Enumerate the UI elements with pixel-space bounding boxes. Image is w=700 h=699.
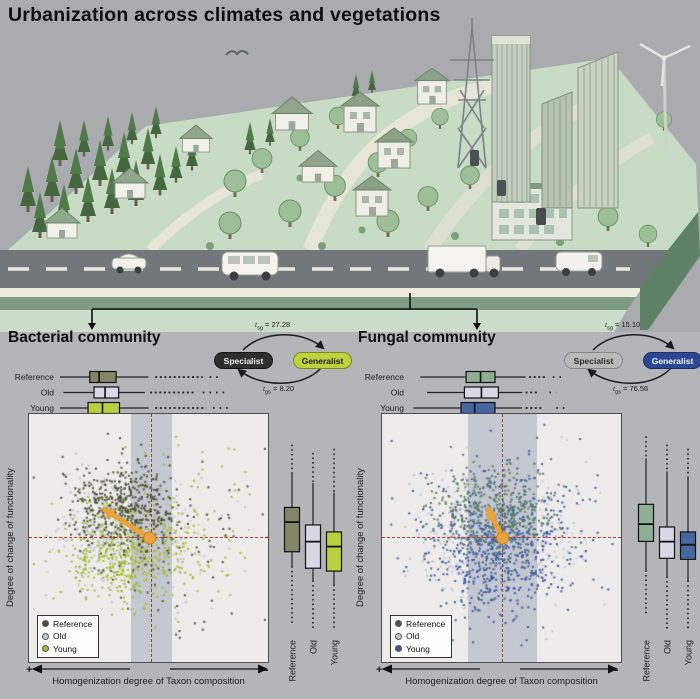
legend-label: Young bbox=[53, 643, 77, 654]
svg-text:Reference: Reference bbox=[288, 640, 298, 682]
rate-value: = 8.20 bbox=[270, 384, 295, 393]
legend-item: Reference bbox=[42, 618, 92, 631]
svg-text:Young: Young bbox=[330, 640, 340, 665]
legend-dot bbox=[395, 632, 402, 640]
x-axis-minus: − bbox=[612, 665, 619, 677]
y-axis-label: Degree of change of functionality bbox=[355, 468, 366, 608]
legend-label: Reference bbox=[406, 618, 446, 629]
power-pylon-icon bbox=[450, 18, 494, 169]
rate-subscript: sg bbox=[607, 325, 613, 332]
specialist-pill: Specialist bbox=[214, 352, 273, 369]
crosshair-vertical bbox=[151, 414, 153, 662]
legend-item: Reference bbox=[395, 618, 445, 631]
legend-item: Old bbox=[395, 630, 445, 643]
rate-symbol: t bbox=[613, 384, 616, 393]
y-axis-label: Degree of change of functionality bbox=[5, 468, 16, 608]
x-axis-plus: + bbox=[376, 664, 383, 676]
plot-legend: Reference Old Young bbox=[390, 614, 453, 658]
svg-text:Young: Young bbox=[684, 640, 694, 665]
skyscrapers bbox=[491, 35, 619, 209]
rate-symbol: t bbox=[263, 384, 266, 393]
specialist-generalist-cycle: tsg = 15.10 Specialist Generalist tgs = … bbox=[563, 320, 700, 400]
panel-heading: Fungal community bbox=[358, 329, 496, 346]
legend-label: Young bbox=[406, 643, 430, 654]
rate-subscript: gs bbox=[615, 389, 621, 396]
svg-text:Reference: Reference bbox=[642, 640, 652, 682]
figure-title: Urbanization across climates and vegetat… bbox=[8, 4, 441, 26]
rate-value: = 27.28 bbox=[262, 320, 291, 329]
bacterial-scatter-plot: Reference Old Young bbox=[28, 413, 269, 663]
side-boxplots: Reference Old Young bbox=[283, 444, 343, 682]
wind-turbine-icon bbox=[639, 42, 691, 151]
fungal-scatter-plot: Reference Old Young bbox=[381, 413, 622, 663]
connector-bracket bbox=[88, 293, 481, 330]
transition-rate-bottom: tgs = 8.20 bbox=[263, 384, 294, 396]
specialist-pill: Specialist bbox=[564, 352, 623, 369]
crosshair-horizontal bbox=[382, 537, 621, 538]
rate-symbol: t bbox=[255, 320, 258, 329]
svg-text:Young: Young bbox=[380, 403, 404, 413]
svg-text:Old: Old bbox=[391, 388, 405, 398]
x-axis-arrows bbox=[381, 664, 619, 674]
x-axis-minus: − bbox=[262, 665, 269, 677]
transition-rate-bottom: tgs = 76.56 bbox=[613, 384, 648, 396]
plot-legend: Reference Old Young bbox=[37, 614, 100, 658]
transition-rate-top: tsg = 15.10 bbox=[605, 320, 640, 332]
legend-dot bbox=[395, 645, 402, 653]
svg-text:Old: Old bbox=[309, 640, 319, 654]
bird-icon bbox=[225, 50, 249, 56]
road bbox=[0, 250, 668, 288]
transition-rate-top: tsg = 27.28 bbox=[255, 320, 290, 332]
legend-dot bbox=[42, 620, 49, 628]
x-axis-label: Homogenization degree of Taxon compositi… bbox=[52, 676, 245, 687]
svg-text:Reference: Reference bbox=[15, 372, 54, 382]
legend-dot bbox=[42, 632, 49, 640]
cycle-arrows-icon bbox=[587, 334, 675, 384]
specialist-label: Specialist bbox=[223, 355, 264, 366]
bacterial-panel: Bacterial community tsg = 27.28 Speciali… bbox=[0, 320, 352, 699]
svg-text:Reference: Reference bbox=[365, 372, 404, 382]
generalist-pill: Generalist bbox=[643, 352, 700, 369]
generalist-label: Generalist bbox=[651, 355, 694, 366]
generalist-label: Generalist bbox=[301, 355, 344, 366]
x-axis-arrows bbox=[31, 664, 269, 674]
legend-label: Reference bbox=[53, 618, 93, 629]
rate-value: = 76.56 bbox=[620, 384, 649, 393]
legend-label: Old bbox=[406, 631, 420, 641]
legend-dot bbox=[395, 620, 402, 628]
platform-edge bbox=[0, 212, 700, 332]
cycle-arrows-icon bbox=[237, 334, 325, 384]
rate-subscript: gs bbox=[265, 389, 271, 396]
rate-subscript: sg bbox=[257, 325, 263, 332]
legend-label: Old bbox=[53, 631, 67, 641]
svg-text:Old: Old bbox=[41, 388, 55, 398]
side-boxplots: Reference Old Young bbox=[637, 436, 697, 682]
x-axis-plus: + bbox=[26, 664, 33, 676]
svg-text:Young: Young bbox=[30, 403, 54, 413]
svg-text:Old: Old bbox=[663, 640, 673, 654]
rate-symbol: t bbox=[605, 320, 608, 329]
crosshair-horizontal bbox=[29, 537, 268, 538]
legend-item: Old bbox=[42, 630, 92, 643]
crosshair-vertical bbox=[502, 414, 504, 662]
vehicles bbox=[111, 150, 603, 281]
fungal-panel: Fungal community tsg = 15.10 Specialist … bbox=[350, 320, 700, 699]
x-axis-label: Homogenization degree of Taxon compositi… bbox=[405, 676, 598, 687]
specialist-label: Specialist bbox=[573, 355, 614, 366]
panel-heading: Bacterial community bbox=[8, 329, 161, 346]
generalist-pill: Generalist bbox=[293, 352, 352, 369]
specialist-generalist-cycle: tsg = 27.28 Specialist Generalist tgs = … bbox=[213, 320, 352, 400]
legend-item: Young bbox=[395, 643, 445, 656]
rate-value: = 15.10 bbox=[612, 320, 641, 329]
urbanization-illustration bbox=[0, 0, 700, 332]
legend-item: Young bbox=[42, 643, 92, 656]
legend-dot bbox=[42, 645, 49, 653]
